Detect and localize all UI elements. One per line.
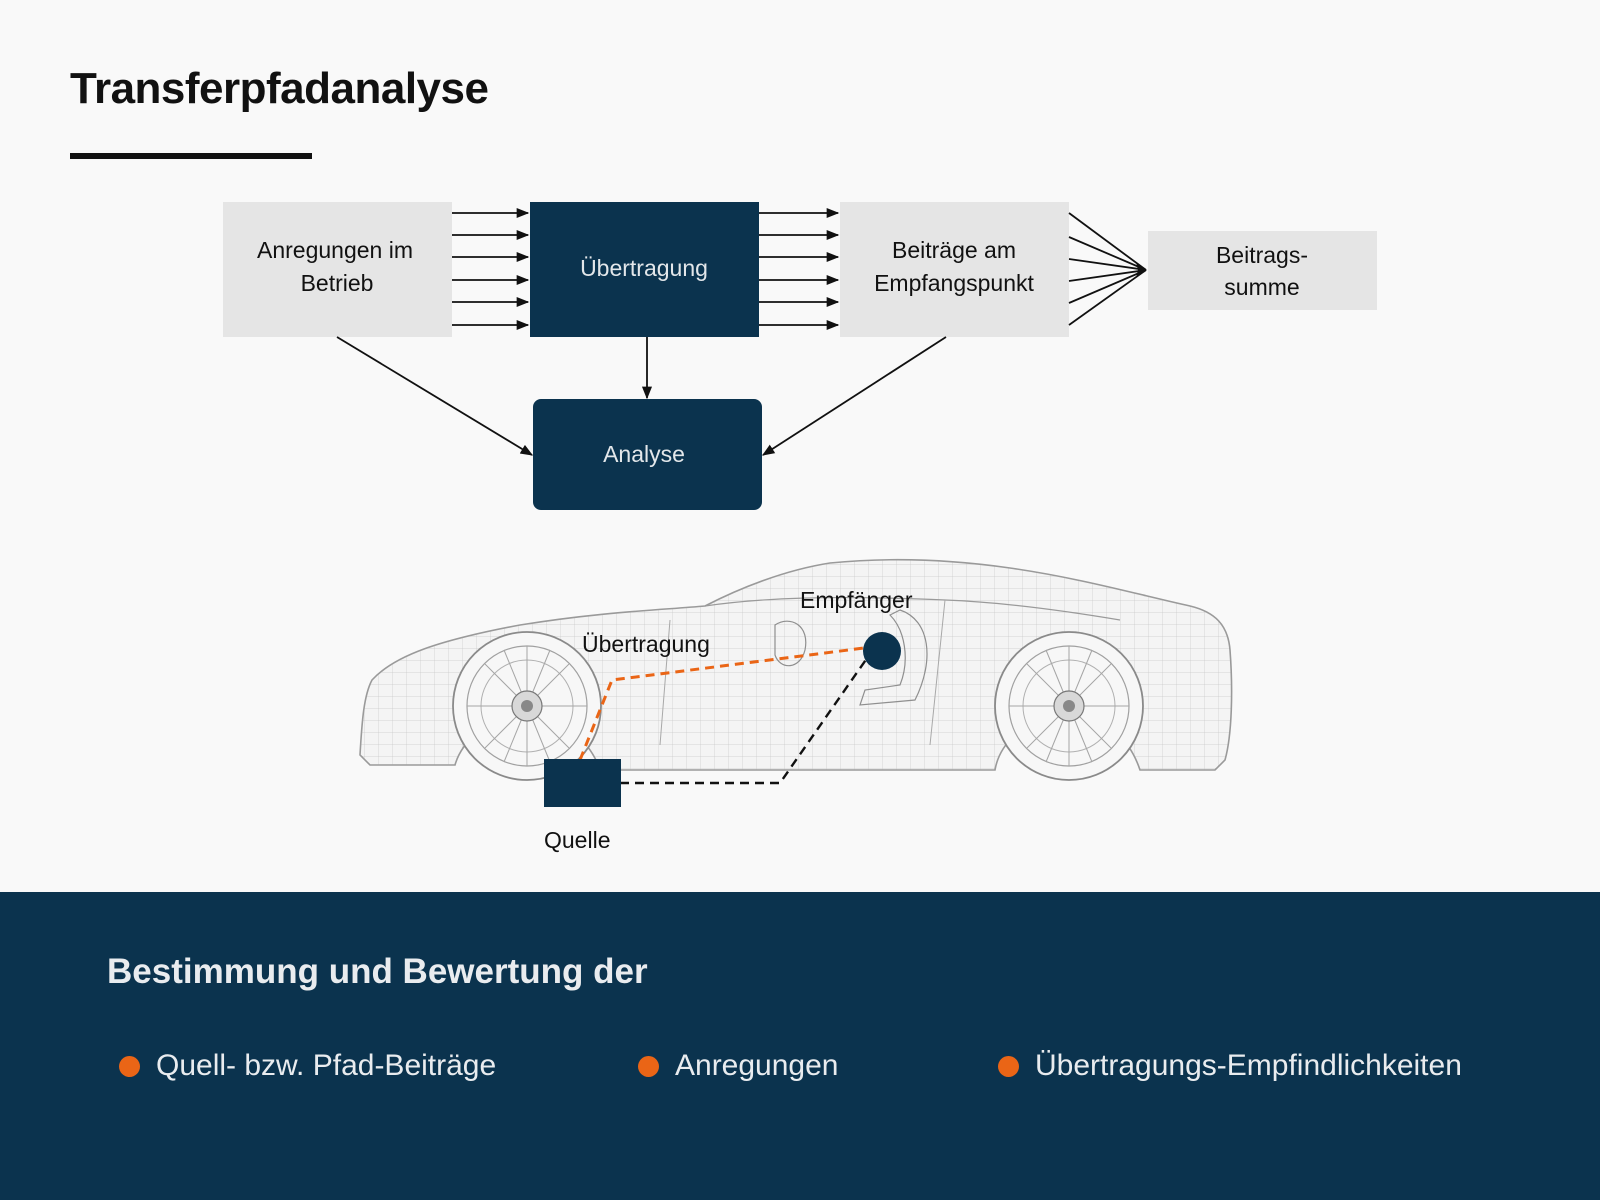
- block-uebertragung-label: Übertragung: [580, 255, 708, 281]
- car-outline: [359, 558, 1233, 771]
- page-title: Transferpfadanalyse: [70, 64, 489, 113]
- footer-bullet: Quell- bzw. Pfad-Beiträge: [119, 1046, 496, 1086]
- block-beitragssumme-line2: summe: [1224, 274, 1299, 300]
- converge-line: [1068, 258, 1147, 271]
- arrow-beitraege-to-analyse: [761, 336, 947, 456]
- label-quelle: Quelle: [544, 827, 610, 853]
- converge-arrowhead: [1136, 262, 1146, 278]
- orange-dot-icon: [998, 1055, 1019, 1077]
- block-anregungen-line1: Anregungen im: [257, 237, 413, 263]
- converge-line: [1068, 269, 1147, 304]
- footer-bullet: Übertragungs-Empfindlichkeiten: [998, 1046, 1462, 1086]
- arrows-to-analyse: [336, 336, 947, 456]
- converge-line: [1068, 269, 1147, 326]
- source-box: [544, 759, 621, 807]
- block-anregungen: Anregungen im Betrieb: [223, 202, 452, 337]
- car-rear-wheel: [994, 631, 1144, 781]
- arrow-anregungen-to-analyse: [336, 336, 534, 456]
- footer-bullet-text: Übertragungs-Empfindlichkeiten: [1035, 1049, 1462, 1082]
- direct-path-black: [620, 650, 873, 785]
- footer-bullet-text: Quell- bzw. Pfad-Beiträge: [156, 1049, 497, 1082]
- block-beitragssumme-line1: Beitrags-: [1216, 242, 1308, 268]
- car-steering-wheel: [774, 620, 807, 667]
- footer-panel: [0, 892, 1600, 1200]
- car-door-line: [659, 599, 946, 746]
- car-front-wheel: [452, 631, 602, 781]
- block-beitragssumme: Beitrags- summe: [1148, 231, 1377, 310]
- label-uebertragung-path: Übertragung: [582, 631, 710, 657]
- block-analyse: Analyse: [533, 399, 762, 510]
- car-wireframe-illustration: [359, 558, 1233, 781]
- arrows-uebertragung-to-beitraege: [759, 207, 840, 331]
- orange-dot-icon: [638, 1055, 659, 1077]
- transfer-path-diagram: Anregungen im Betrieb Übertragung Beiträ…: [223, 202, 1377, 853]
- arrows-anregungen-to-uebertragung: [452, 207, 530, 331]
- footer-bullet: Anregungen: [638, 1046, 838, 1086]
- block-beitraege-line1: Beiträge am: [892, 237, 1016, 263]
- block-beitraege-line2: Empfangspunkt: [874, 270, 1034, 296]
- title-underline: [70, 153, 312, 159]
- car-seat: [859, 609, 928, 706]
- block-beitraege: Beiträge am Empfangspunkt: [840, 202, 1069, 337]
- receiver-dot: [863, 632, 901, 670]
- block-analyse-label: Analyse: [603, 441, 685, 467]
- block-uebertragung: Übertragung: [530, 202, 759, 337]
- footer-bullet-text: Anregungen: [675, 1049, 839, 1082]
- transfer-path-orange: [578, 645, 873, 761]
- orange-dot-icon: [119, 1055, 140, 1077]
- converge-line: [1068, 212, 1147, 271]
- converge-line: [1068, 269, 1147, 282]
- label-empfaenger: Empfänger: [800, 587, 913, 613]
- converge-line: [1068, 236, 1147, 271]
- footer-heading: Bestimmung und Bewertung der: [107, 952, 648, 991]
- lines-converging-to-summe: [1068, 212, 1147, 326]
- block-anregungen-line2: Betrieb: [301, 270, 374, 296]
